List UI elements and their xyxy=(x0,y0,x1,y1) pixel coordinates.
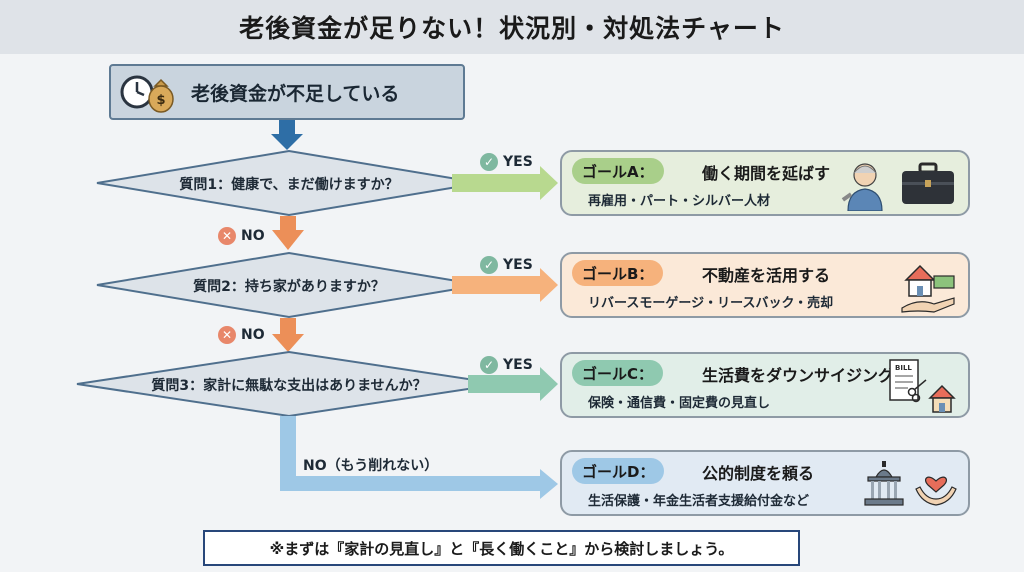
goal-c-sub: 保険・通信費・固定費の見直し xyxy=(588,396,771,411)
goal-c-heading: 生活費をダウンサイジング xyxy=(702,366,895,385)
goal-b-icons xyxy=(898,258,958,314)
bill-text: BILL xyxy=(895,364,912,372)
no-path-d xyxy=(280,416,558,499)
senior-worker-icon xyxy=(841,163,883,211)
goal-a-heading: 働く期間を延ばす xyxy=(702,164,831,183)
svg-text:$: $ xyxy=(156,93,165,108)
goal-b-tag: ゴールB： xyxy=(572,260,664,286)
yes-label-1: ✓ YES xyxy=(480,153,533,171)
question-1-text: 質問1：健康で、まだ働けますか？ xyxy=(179,177,399,193)
start-label: 老後資金が不足している xyxy=(191,82,400,105)
bill-scissors-icon: BILL xyxy=(889,359,956,413)
cross-icon: ✕ xyxy=(218,326,236,344)
goal-b-sub: リバースモーゲージ・リースバック・売却 xyxy=(588,296,834,311)
no-label-final: NO（もう削れない） xyxy=(303,458,439,474)
house-money-icon xyxy=(901,264,955,313)
yes-arrow-b xyxy=(452,268,558,302)
start-box: $ 老後資金が不足している xyxy=(109,64,465,120)
question-2-text: 質問2：持ち家がありますか？ xyxy=(193,279,385,295)
footer-note: ※まずは『家計の見直し』と『長く働くこと』から検討しましょう。 xyxy=(203,530,800,566)
footer-text: ※まずは『家計の見直し』と『長く働くこと』から検討しましょう。 xyxy=(269,539,734,558)
yes-arrow-a xyxy=(452,166,558,200)
question-3-text: 質問3：家計に無駄な支出はありませんか？ xyxy=(151,378,427,394)
goal-d-tag: ゴールD： xyxy=(572,458,665,484)
goal-a-box: ゴールA： 働く期間を延ばす 再雇用・パート・シルバー人材 xyxy=(560,150,970,216)
goal-d-box: ゴールD： 公的制度を頼る 生活保護・年金生活者支援給付金など xyxy=(560,450,970,516)
goal-b-heading: 不動産を活用する xyxy=(702,266,831,285)
goal-a-icons xyxy=(840,156,958,212)
cross-icon: ✕ xyxy=(218,227,236,245)
no-label-1: ✕ NO xyxy=(218,227,265,245)
yes-label-3: ✓ YES xyxy=(480,356,533,374)
check-icon: ✓ xyxy=(480,356,498,374)
goal-a-sub: 再雇用・パート・シルバー人材 xyxy=(588,194,771,209)
goal-c-tag: ゴールC： xyxy=(572,360,664,386)
goal-c-icons: BILL xyxy=(886,358,958,414)
goal-d-sub: 生活保護・年金生活者支援給付金など xyxy=(588,494,810,509)
goal-d-icons xyxy=(862,456,958,512)
check-icon: ✓ xyxy=(480,256,498,274)
page-title: 老後資金が足りない！状況別・対処法チャート xyxy=(239,14,785,43)
down-arrow-1 xyxy=(272,216,304,250)
yes-arrow-c xyxy=(468,367,558,401)
check-icon: ✓ xyxy=(480,153,498,171)
down-arrow-2 xyxy=(272,318,304,352)
goal-a-tag: ゴールA： xyxy=(572,158,664,184)
goal-b-box: ゴールB： 不動産を活用する リバースモーゲージ・リースバック・売却 xyxy=(560,252,970,318)
start-icons: $ xyxy=(111,66,183,118)
government-building-icon xyxy=(864,461,904,506)
title-bar: 老後資金が足りない！状況別・対処法チャート xyxy=(0,0,1024,54)
caring-hands-icon xyxy=(915,476,957,506)
goal-d-heading: 公的制度を頼る xyxy=(702,464,815,483)
goal-c-box: ゴールC： 生活費をダウンサイジング 保険・通信費・固定費の見直し BILL xyxy=(560,352,970,418)
down-arrow-start xyxy=(271,120,303,150)
yes-label-2: ✓ YES xyxy=(480,256,533,274)
no-label-2: ✕ NO xyxy=(218,326,265,344)
clock-money-icon: $ xyxy=(120,75,174,113)
briefcase-icon xyxy=(902,162,954,204)
